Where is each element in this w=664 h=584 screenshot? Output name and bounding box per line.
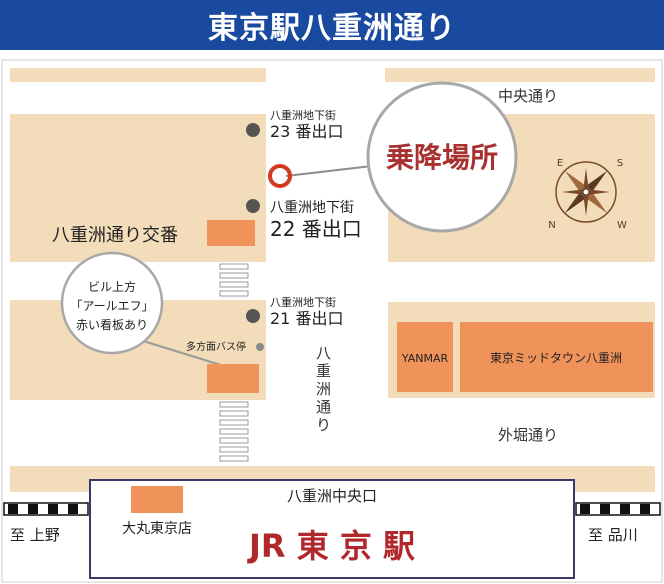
railway-left — [3, 502, 89, 516]
yanmar-building — [397, 322, 453, 392]
pickup-label: 乗降場所 — [386, 141, 498, 174]
street-label-yaesu: 八 重 洲 通 り — [316, 344, 331, 434]
direction-shinagawa: 至 品川 — [588, 526, 638, 544]
exit-21-label: 21 番出口 — [270, 309, 343, 328]
exit-21-small: 八重洲地下街 — [270, 295, 336, 309]
koban-label: 八重洲通り交番 — [52, 225, 178, 246]
railway-right — [575, 502, 661, 516]
direction-ueno: 至 上野 — [10, 526, 60, 544]
street-label-yaesu-char: り — [316, 416, 331, 434]
exit-23-small: 八重洲地下街 — [270, 108, 336, 122]
yanmar-label: YANMAR — [401, 352, 449, 365]
street-label-yaesu-char: 洲 — [316, 380, 331, 398]
exit-23-label: 23 番出口 — [270, 122, 343, 141]
exit-22-label: 22 番出口 — [270, 217, 362, 241]
compass-letter: W — [617, 220, 627, 231]
bus-stop-label: 多方面バス停 — [186, 340, 246, 353]
exit-22-small: 八重洲地下街 — [270, 200, 354, 216]
crosswalk-lower — [219, 401, 249, 462]
callout-leader-line — [139, 339, 225, 367]
midtown-label: 東京ミッドタウン八重洲 — [490, 351, 622, 365]
daimaru-building — [131, 486, 183, 513]
street-label-yaesu-char: 重 — [316, 362, 331, 380]
compass-letter: S — [617, 158, 623, 169]
compass-letters: E S N W — [548, 158, 627, 231]
compass-letter: E — [557, 158, 563, 169]
daimaru-label: 大丸東京店 — [122, 521, 192, 537]
compass-letter: N — [548, 220, 555, 231]
callout-bubble — [60, 251, 164, 355]
block-top-right — [385, 68, 655, 82]
exit-dot-23 — [246, 123, 260, 137]
street-label-yaesu-char: 通 — [316, 398, 331, 416]
pickup-bubble — [366, 81, 518, 233]
exit-dot-22 — [246, 199, 260, 213]
callout-line: 「アールエフ」 — [70, 299, 153, 313]
callout-line: ビル上方 — [88, 279, 136, 294]
street-label-sotobori: 外堀通り — [498, 426, 558, 444]
rf-building — [207, 364, 259, 393]
station-name: JR 東 京 駅 — [247, 527, 415, 565]
callout-line: 赤い看板あり — [76, 318, 148, 332]
exit-dot-21 — [246, 309, 260, 323]
pickup-marker — [268, 164, 292, 188]
title-bar: 東京駅八重洲通り — [0, 0, 664, 50]
midtown-building — [460, 322, 653, 392]
bus-stop-dot — [256, 343, 264, 351]
street-label-chuo: 中央通り — [498, 87, 558, 105]
street-label-yaesu-char: 八 — [316, 344, 331, 362]
page-title: 東京駅八重洲通り — [208, 11, 456, 46]
callout-text: ビル上方 「アールエフ」 赤い看板あり — [70, 279, 153, 332]
block-top-left — [10, 68, 266, 82]
koban-building — [207, 220, 255, 246]
pickup-leader-line — [285, 165, 373, 177]
crosswalk-upper — [219, 263, 249, 297]
compass-icon — [555, 161, 617, 223]
station-exit-label: 八重洲中央口 — [287, 487, 377, 505]
